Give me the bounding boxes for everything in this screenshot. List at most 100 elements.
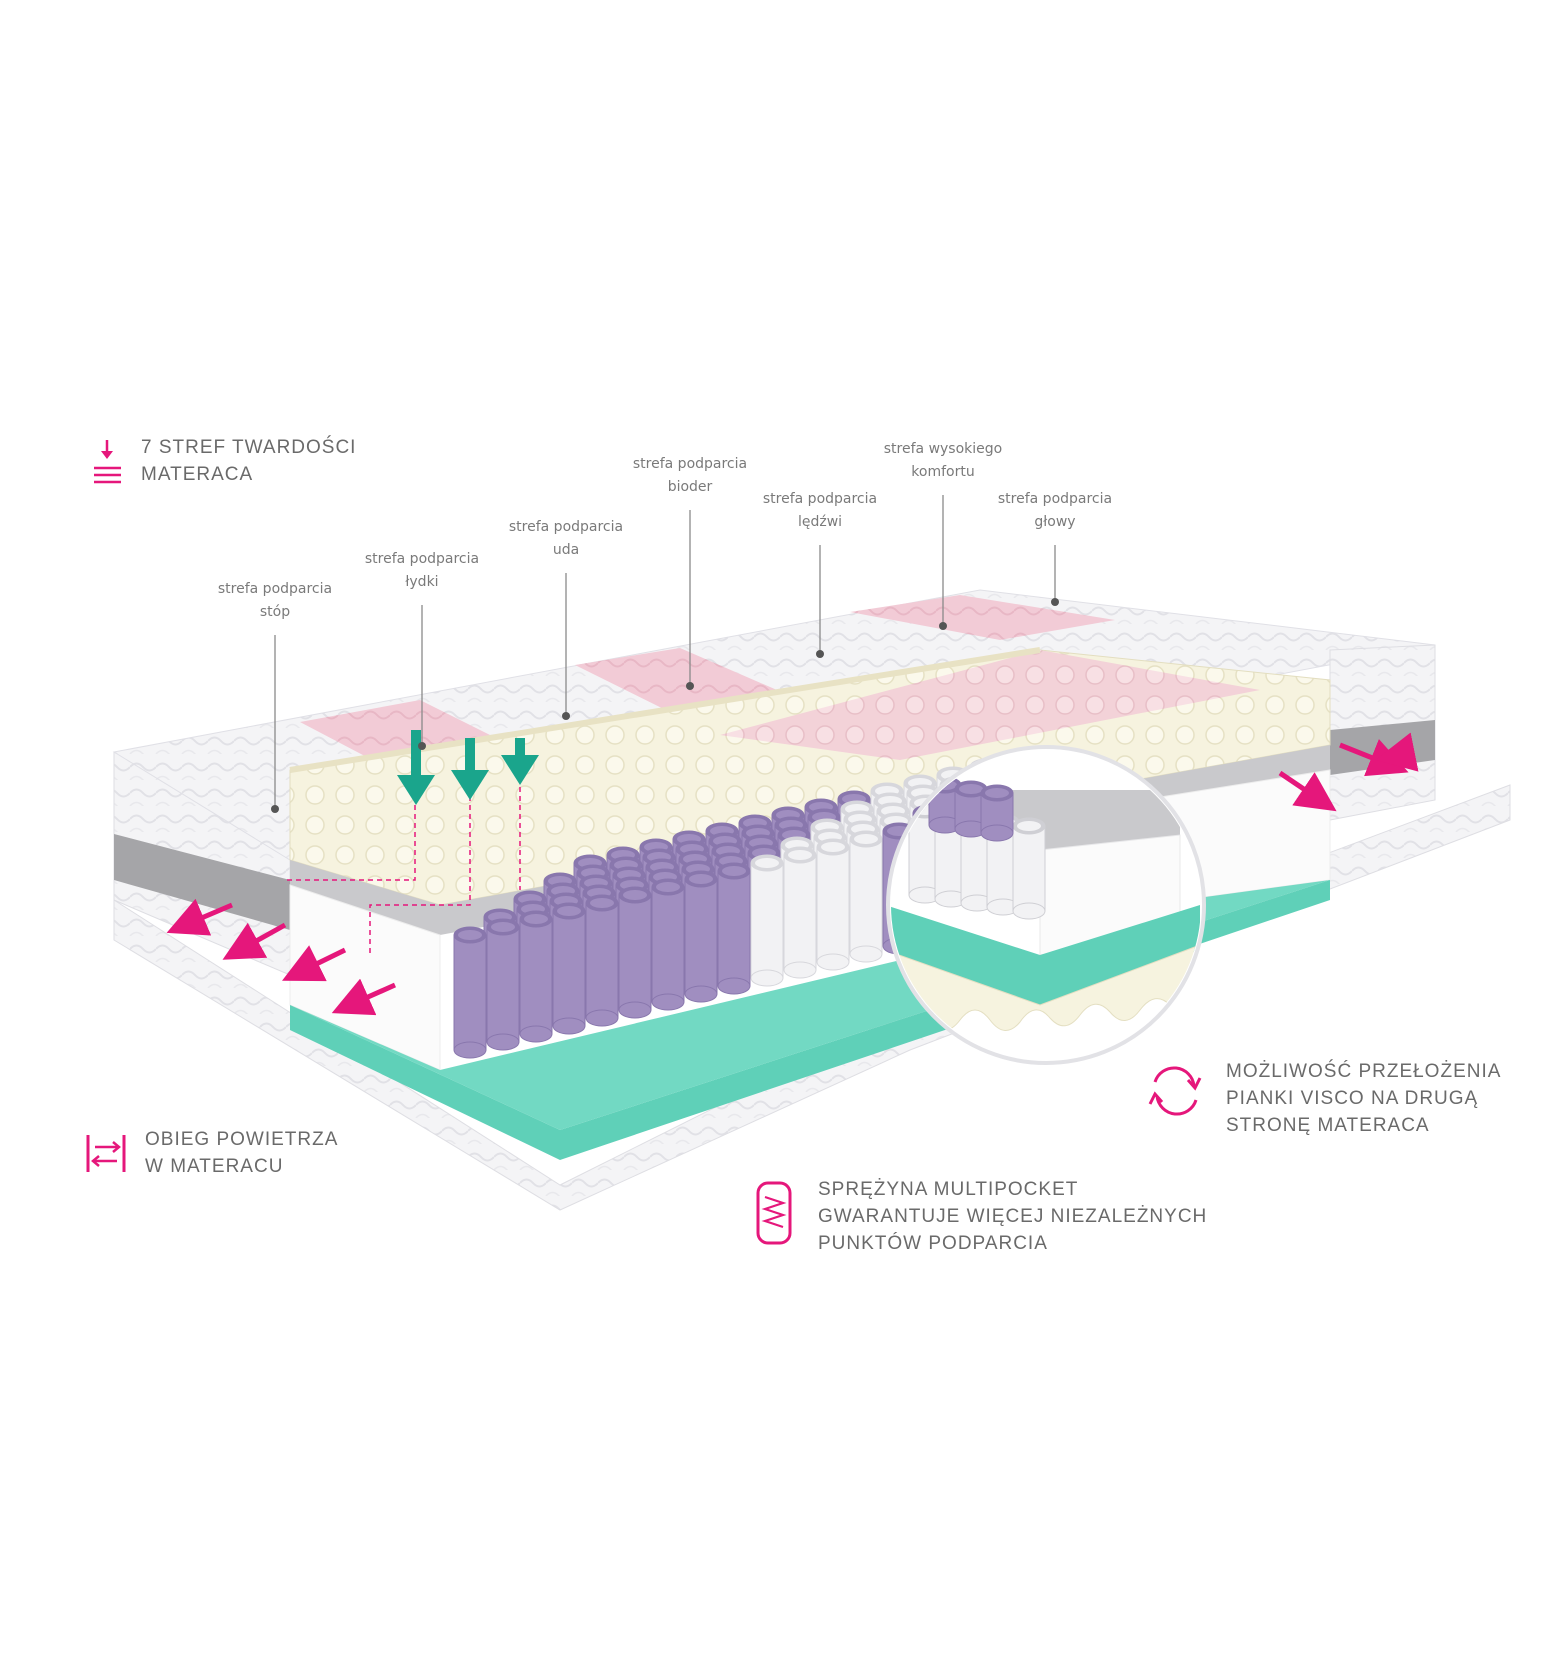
spring-bottom	[849, 945, 883, 963]
zone-label-line: strefa podparcia	[365, 551, 479, 567]
zoom-teal-layer	[891, 905, 1200, 1005]
pressure-arrow-head	[501, 755, 539, 785]
pocket-spring	[816, 838, 850, 971]
spring-bottom	[618, 1001, 652, 1019]
callout-dot	[562, 712, 570, 720]
spring-cap	[821, 842, 845, 852]
spring-cap	[788, 850, 812, 860]
zone-label-line: uda	[553, 542, 579, 558]
spring-cap	[623, 890, 647, 900]
feature-line: MOŻLIWOŚĆ PRZEŁOŻENIA	[1226, 1061, 1502, 1082]
callout-dot	[816, 650, 824, 658]
airflow-arrow	[166, 898, 233, 936]
spring-bottom	[783, 961, 817, 979]
feature-line: MATERACA	[141, 464, 254, 485]
pocket-spring	[651, 878, 685, 1011]
pressure-arrow	[451, 738, 489, 800]
airflow-arrow	[331, 978, 397, 1016]
spring-pocket	[756, 1181, 792, 1245]
zone-label-line: strefa wysokiego	[884, 441, 1002, 457]
pocket-spring	[1012, 817, 1046, 920]
pocket-spring	[585, 894, 619, 1027]
feature-line: PUNKTÓW PODPARCIA	[818, 1233, 1048, 1254]
visco-pink-top	[720, 650, 1260, 760]
spring-body	[486, 926, 520, 1043]
spring-bottom	[1012, 902, 1046, 920]
spring-body	[519, 918, 553, 1035]
spring-body	[849, 838, 883, 955]
feature-reversible: MOŻLIWOŚĆ PRZEŁOŻENIA PIANKI VISCO NA DR…	[1226, 1058, 1501, 1139]
pocket-spring	[618, 886, 652, 1019]
spring-body	[651, 886, 685, 1003]
spring-cap	[656, 882, 680, 892]
airflow-arrows	[166, 730, 1419, 1016]
grey-band-left	[114, 834, 290, 930]
callout-dot	[939, 622, 947, 630]
callout-dot	[271, 805, 279, 813]
feature-line: 7 STREF TWARDOŚCI	[141, 437, 357, 458]
pocket-spring	[783, 846, 817, 979]
spring-cap	[557, 906, 581, 916]
zoom-visco-flipped	[891, 944, 1201, 1031]
spring-cap	[985, 788, 1009, 798]
airflow-arrow	[1278, 770, 1337, 812]
spring-body	[717, 870, 751, 987]
flip-head-bottom	[1148, 1091, 1164, 1105]
zone-label-line: bioder	[668, 479, 713, 495]
callout-uda: strefa podparcia uda	[509, 519, 623, 720]
feature-line: PIANKI VISCO NA DRUGĄ	[1226, 1088, 1479, 1109]
spring-body	[684, 878, 718, 995]
feature-icons	[86, 440, 1202, 1245]
zone-callouts: strefa podparcia stóp strefa podparciałydk…	[218, 441, 1112, 813]
feature-zones-hardness: 7 STREF TWARDOŚCI MATERACA	[141, 434, 356, 488]
airflow-arrow	[222, 922, 287, 960]
zoom-inset	[886, 745, 1206, 1065]
spring-bottom	[552, 1017, 586, 1035]
airflow-head-bottom	[91, 1155, 100, 1167]
pressure-arrow-shaft	[465, 738, 475, 772]
airflow-head-top	[112, 1141, 121, 1153]
callout-dot	[1051, 598, 1059, 606]
feature-line: STRONĘ MATERACA	[1226, 1115, 1430, 1136]
spring-body	[816, 846, 850, 963]
cover-bottom-lip	[113, 784, 1511, 1211]
spring-body	[750, 862, 784, 979]
pocket-spring	[552, 902, 586, 1035]
zoom-content	[891, 750, 1201, 1060]
spring-bottom	[816, 953, 850, 971]
spring-bottom	[717, 977, 751, 995]
flip-arc-top	[1153, 1066, 1196, 1087]
spring-bottom	[980, 824, 1014, 842]
feature-line: GWARANTUJE WIĘCEJ NIEZALEŻNYCH	[818, 1206, 1208, 1227]
flip-arc-bottom	[1155, 1095, 1198, 1116]
spring-cap	[590, 898, 614, 908]
feature-line: OBIEG POWIETRZA	[145, 1129, 339, 1150]
callout-dot	[418, 742, 426, 750]
callout-komfort: strefa wysokiego komfortu	[884, 441, 1002, 630]
zone-label-line: stóp	[260, 604, 290, 620]
spring-cap	[491, 922, 515, 932]
callout-dot	[686, 682, 694, 690]
spring-body	[1012, 825, 1046, 912]
zone-label-line: strefa podparcia	[218, 581, 332, 597]
feature-line: W MATERACU	[145, 1156, 284, 1177]
zone-label-line: strefa podparcia	[509, 519, 623, 535]
pocket-spring	[750, 854, 784, 987]
pressure-arrow-head	[397, 775, 435, 805]
pressure-arrow-shaft	[515, 738, 525, 757]
flip-head-top	[1186, 1077, 1202, 1091]
airflow-icon	[86, 1135, 126, 1172]
spring-body	[552, 910, 586, 1027]
spring-body	[585, 902, 619, 1019]
feature-line: SPRĘŻYNA MULTIPOCKET	[818, 1179, 1079, 1200]
feature-airflow: OBIEG POWIETRZA W MATERACU	[145, 1126, 338, 1180]
zone-label-line: komfortu	[911, 464, 974, 480]
spring-cap	[722, 866, 746, 876]
pocket-spring	[849, 830, 883, 963]
spring-cap	[959, 784, 983, 794]
